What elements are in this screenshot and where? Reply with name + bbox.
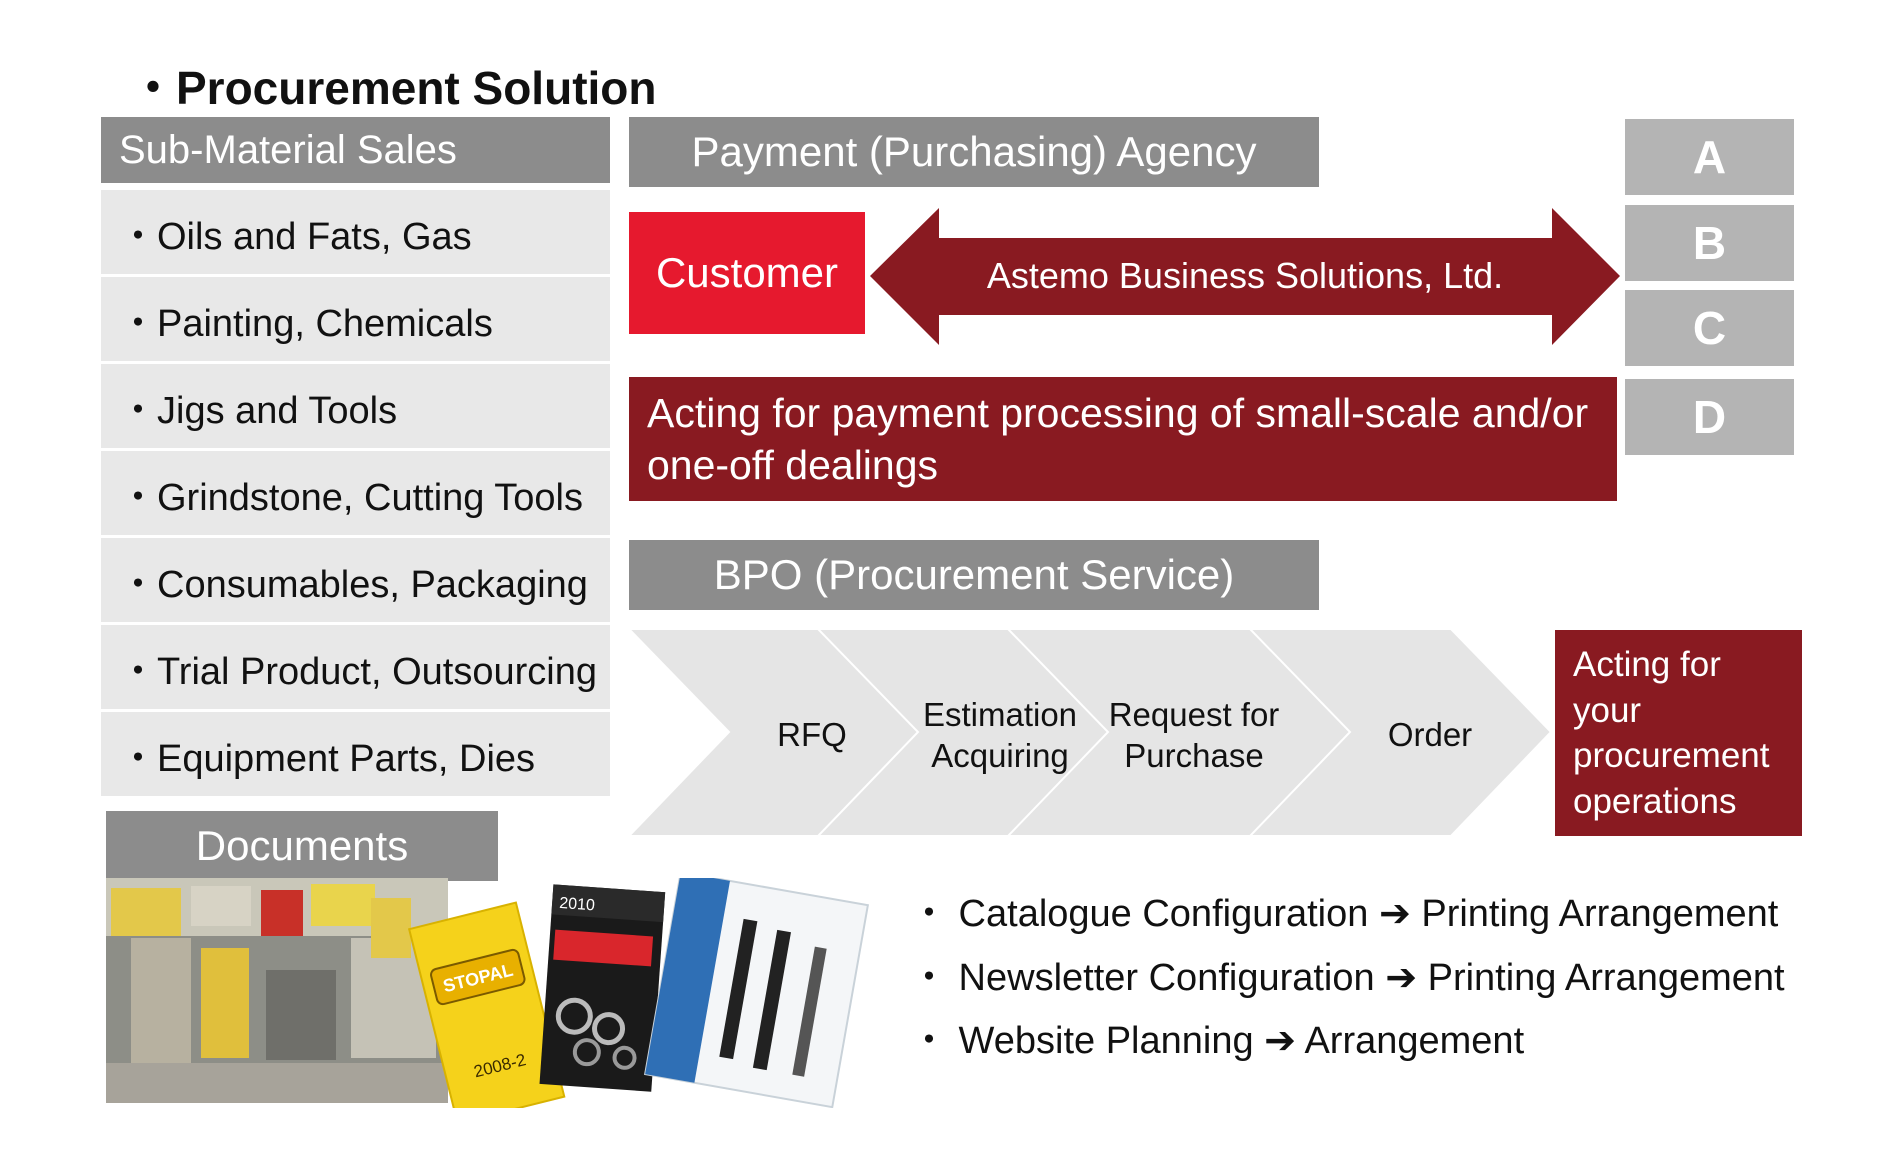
bpo-result-box: Acting for your procurement operations [1555, 630, 1802, 836]
catalog-text-2010: 2010 [559, 895, 596, 914]
exhibition-photo [106, 878, 448, 1103]
shock-absorber-catalogue [643, 878, 870, 1108]
documents-bullet-newsletter: ・ Newsletter Configuration ➔ Printing Ar… [910, 957, 1785, 999]
step-order: Order [1387, 716, 1473, 754]
step-estimation: Estimation Acquiring [922, 695, 1078, 774]
bpo-flow [626, 628, 1553, 837]
step-rfq: RFQ [777, 716, 847, 754]
payment-agency-header: Payment (Purchasing) Agency [629, 117, 1319, 187]
chevron-order [1247, 628, 1553, 837]
bpo-result-text: Acting for your procurement operations [1573, 645, 1770, 821]
sub-material-header: Sub-Material Sales [101, 117, 610, 183]
payment-description: Acting for payment processing of small-s… [647, 389, 1589, 488]
bpo-header: BPO (Procurement Service) [629, 540, 1319, 610]
category-item-grindstone: ・Grindstone, Cutting Tools [101, 451, 610, 535]
page-title: ・Procurement Solution [130, 62, 657, 114]
customer-box: Customer [629, 212, 865, 334]
category-item-consumables: ・Consumables, Packaging [101, 538, 610, 622]
payment-double-arrow: Astemo Business Solutions, Ltd. [870, 208, 1620, 345]
category-item-equipment: ・Equipment Parts, Dies [101, 712, 610, 796]
category-item-painting: ・Painting, Chemicals [101, 277, 610, 361]
payment-description-box: Acting for payment processing of small-s… [629, 377, 1617, 501]
yellow-catalogue: STOPAL 2008-2 [407, 901, 566, 1108]
arrow-label: Astemo Business Solutions, Ltd. [987, 255, 1503, 296]
supplier-b: B [1625, 205, 1794, 281]
documents-bullet-catalogue: ・ Catalogue Configuration ➔ Printing Arr… [910, 893, 1779, 935]
double-arrow-shape [870, 208, 1620, 345]
documents-header: Documents [106, 811, 498, 881]
step-request: Request for Purchase [1108, 695, 1280, 774]
supplier-d: D [1625, 379, 1794, 455]
category-item-oils: ・Oils and Fats, Gas [101, 190, 610, 274]
supplier-c: C [1625, 290, 1794, 366]
black-catalogue: 2010 [539, 884, 666, 1092]
category-item-jigs: ・Jigs and Tools [101, 364, 610, 448]
category-item-trial: ・Trial Product, Outsourcing [101, 625, 610, 709]
supplier-a: A [1625, 119, 1794, 195]
documents-collage: STOPAL 2008-2 2010 [106, 878, 870, 1108]
documents-bullet-website: ・ Website Planning ➔ Arrangement [910, 1020, 1525, 1062]
